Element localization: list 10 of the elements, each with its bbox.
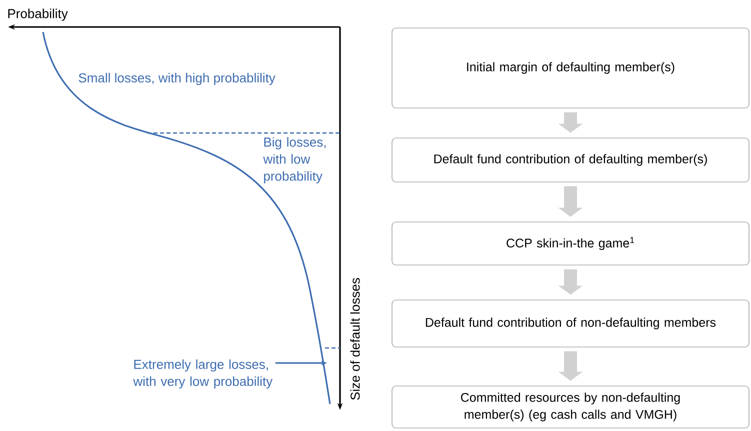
callout-text: Extremely large losses, with very low probability — [133, 359, 273, 389]
region-label: Big losses, with low probability — [263, 137, 326, 184]
process-box: Initial margin of defaulting member(s) — [392, 28, 750, 108]
region-label: Small losses, with high probablility — [78, 72, 276, 86]
axis-label: Size of default losses — [350, 278, 360, 400]
process-box: Default fund contribution of defaulting member(s) — [392, 138, 750, 182]
axis-label: Probability — [8, 8, 68, 21]
process-box: Default fund contribution of non-defaulting members — [392, 300, 750, 348]
process-box: Committed resources by non-defaulting member(s) (eg cash calls and VMGH) — [392, 386, 750, 428]
process-box: CCP skin-in-the game$^{1}$ — [392, 222, 750, 266]
